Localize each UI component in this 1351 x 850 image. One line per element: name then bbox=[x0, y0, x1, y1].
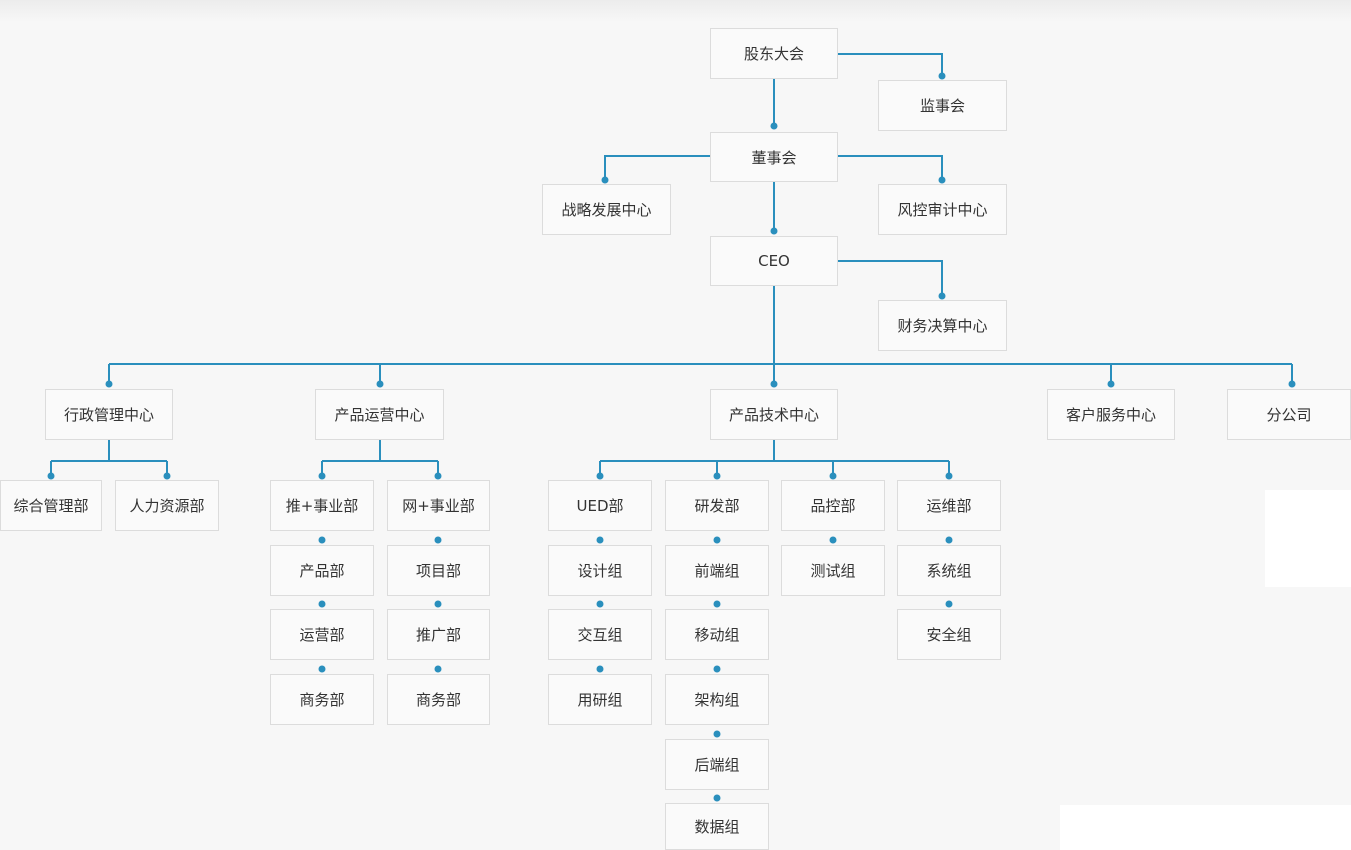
connector-dot bbox=[713, 472, 721, 480]
node-ceo: CEO bbox=[710, 236, 838, 286]
connector-dot bbox=[596, 665, 604, 673]
connector-dot bbox=[770, 227, 778, 235]
connector-dot bbox=[434, 536, 442, 544]
white-patch bbox=[1265, 490, 1351, 587]
node-design-group: 设计组 bbox=[548, 545, 652, 596]
connector-dot bbox=[713, 536, 721, 544]
node-product-dept: 产品部 bbox=[270, 545, 374, 596]
connector-dot bbox=[770, 380, 778, 388]
white-patch bbox=[1060, 805, 1351, 850]
connector-dot bbox=[47, 472, 55, 480]
connector-dot bbox=[601, 176, 609, 184]
connector-dot bbox=[945, 536, 953, 544]
connector-line bbox=[838, 53, 943, 76]
connector-dot bbox=[829, 536, 837, 544]
node-interaction-group: 交互组 bbox=[548, 609, 652, 660]
node-web-business-unit: 网+事业部 bbox=[387, 480, 490, 531]
connector-dot bbox=[713, 600, 721, 608]
node-mobile-group: 移动组 bbox=[665, 609, 769, 660]
node-security-group: 安全组 bbox=[897, 609, 1001, 660]
connector-dot bbox=[318, 665, 326, 673]
connector-dot bbox=[596, 472, 604, 480]
connector-dot bbox=[770, 122, 778, 130]
connector-dot bbox=[1107, 380, 1115, 388]
connector-dot bbox=[1288, 380, 1296, 388]
top-shade bbox=[0, 0, 1351, 22]
node-tech-center: 产品技术中心 bbox=[710, 389, 838, 440]
node-finance-center: 财务决算中心 bbox=[878, 300, 1007, 351]
node-rd-dept: 研发部 bbox=[665, 480, 769, 531]
node-hr-dept: 人力资源部 bbox=[115, 480, 219, 531]
node-system-group: 系统组 bbox=[897, 545, 1001, 596]
node-admin-center: 行政管理中心 bbox=[45, 389, 173, 440]
node-branch: 分公司 bbox=[1227, 389, 1351, 440]
connector-dot bbox=[938, 72, 946, 80]
connector-dot bbox=[318, 600, 326, 608]
node-testing-group: 测试组 bbox=[781, 545, 885, 596]
node-risk-audit-center: 风控审计中心 bbox=[878, 184, 1007, 235]
connector-dot bbox=[376, 380, 384, 388]
node-push-business-unit: 推+事业部 bbox=[270, 480, 374, 531]
node-ops-dept: 运维部 bbox=[897, 480, 1001, 531]
connector-line bbox=[604, 155, 710, 180]
connector-dot bbox=[938, 176, 946, 184]
connector-dot bbox=[105, 380, 113, 388]
node-strategy-center: 战略发展中心 bbox=[542, 184, 671, 235]
connector-dot bbox=[713, 730, 721, 738]
node-supervisory-board: 监事会 bbox=[878, 80, 1007, 131]
connector-dot bbox=[938, 292, 946, 300]
node-backend-group: 后端组 bbox=[665, 739, 769, 790]
node-frontend-group: 前端组 bbox=[665, 545, 769, 596]
connector-dot bbox=[945, 600, 953, 608]
connector-dot bbox=[318, 472, 326, 480]
connector-line bbox=[838, 155, 943, 180]
node-business-dept-1: 商务部 bbox=[270, 674, 374, 725]
connector-dot bbox=[318, 536, 326, 544]
node-general-admin-dept: 综合管理部 bbox=[0, 480, 102, 531]
node-operations-dept: 运营部 bbox=[270, 609, 374, 660]
connector-dot bbox=[434, 600, 442, 608]
connector-line bbox=[838, 260, 943, 296]
connector-dot bbox=[596, 536, 604, 544]
connector-dot bbox=[713, 794, 721, 802]
node-customer-service-center: 客户服务中心 bbox=[1047, 389, 1175, 440]
node-board-of-directors: 董事会 bbox=[710, 132, 838, 182]
node-project-dept: 项目部 bbox=[387, 545, 490, 596]
node-user-research-group: 用研组 bbox=[548, 674, 652, 725]
connector-dot bbox=[596, 600, 604, 608]
connector-dot bbox=[163, 472, 171, 480]
node-promotion-dept: 推广部 bbox=[387, 609, 490, 660]
connector-dot bbox=[829, 472, 837, 480]
connector-dot bbox=[434, 472, 442, 480]
node-product-ops-center: 产品运营中心 bbox=[315, 389, 444, 440]
connector-dot bbox=[434, 665, 442, 673]
node-ued-dept: UED部 bbox=[548, 480, 652, 531]
node-qa-dept: 品控部 bbox=[781, 480, 885, 531]
connector-dot bbox=[945, 472, 953, 480]
connector-dot bbox=[713, 665, 721, 673]
node-shareholders-meeting: 股东大会 bbox=[710, 28, 838, 79]
node-architecture-group: 架构组 bbox=[665, 674, 769, 725]
node-business-dept-2: 商务部 bbox=[387, 674, 490, 725]
node-data-group: 数据组 bbox=[665, 803, 769, 850]
